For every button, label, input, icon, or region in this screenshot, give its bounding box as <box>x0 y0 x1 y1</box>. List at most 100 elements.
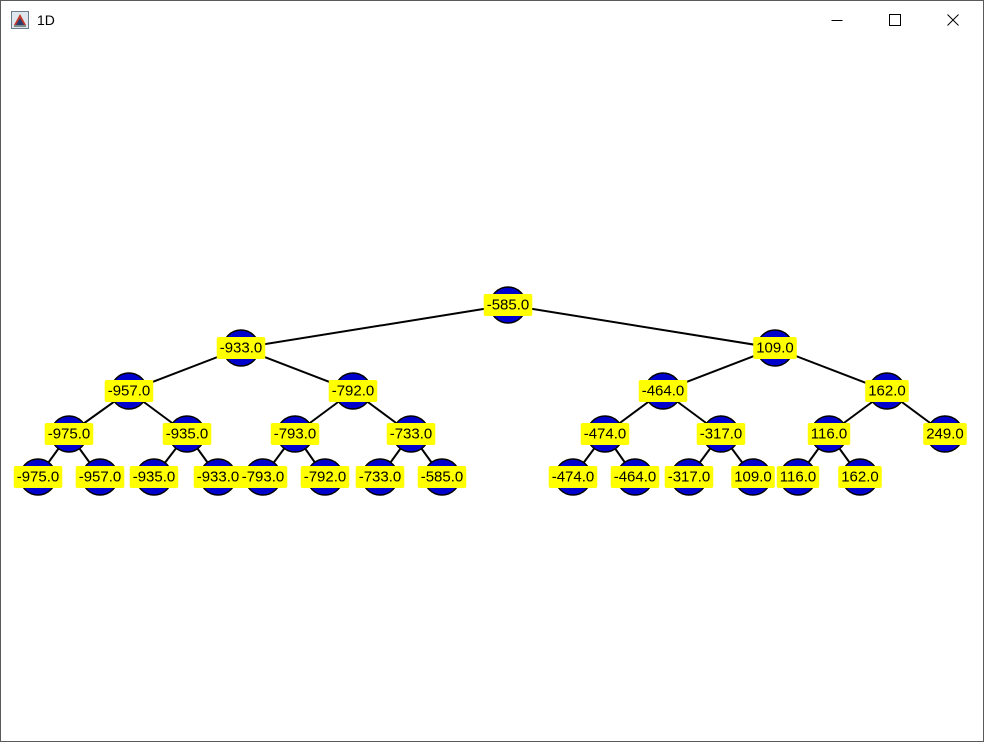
tree-node-label-bg <box>238 466 288 488</box>
tree-node-label: 162.0 <box>868 383 906 400</box>
tree-node-label: -474.0 <box>584 426 627 443</box>
title-bar[interactable]: 1D <box>1 1 983 39</box>
window-title: 1D <box>37 12 55 28</box>
tree-node-label: -317.0 <box>668 469 711 486</box>
tree-node-label-bg <box>865 380 909 402</box>
tree-node-label: -935.0 <box>133 469 176 486</box>
tree-node-label: 109.0 <box>734 469 772 486</box>
tree-node: -933.0 <box>216 329 266 367</box>
tree-node: 162.0 <box>865 372 909 410</box>
tree-node: 116.0 <box>807 415 851 453</box>
tree-node-label: -793.0 <box>274 426 317 443</box>
tree-node-label-bg <box>328 380 378 402</box>
tree-node-label: -317.0 <box>700 426 743 443</box>
tree-node-label: 249.0 <box>926 426 964 443</box>
tree-node: -474.0 <box>580 415 630 453</box>
maximize-button[interactable] <box>866 1 924 39</box>
tree-node-label: -474.0 <box>552 469 595 486</box>
tree-node: 116.0 <box>776 458 820 496</box>
tree-node-label: -585.0 <box>421 469 464 486</box>
tree-node: 109.0 <box>731 458 775 496</box>
close-icon <box>947 14 959 26</box>
tree-node-label-bg <box>731 466 775 488</box>
tree-node-label-bg <box>696 423 746 445</box>
tree-node-label: -957.0 <box>79 469 122 486</box>
tree-node-label-bg <box>104 380 154 402</box>
tree-node-label-bg <box>753 337 797 359</box>
tree-node-label: 162.0 <box>841 469 879 486</box>
tree-node-label: -585.0 <box>487 297 530 314</box>
tree-node-label-bg <box>417 466 467 488</box>
java-app-icon <box>11 11 29 29</box>
tree-node: 249.0 <box>923 415 967 453</box>
tree-node-label: -975.0 <box>17 469 60 486</box>
tree-node: -975.0 <box>44 415 94 453</box>
tree-node-label-bg <box>355 466 405 488</box>
tree-node-label: -793.0 <box>242 469 285 486</box>
tree-node-label: -733.0 <box>390 426 433 443</box>
tree-node-label-bg <box>580 423 630 445</box>
tree-node-label: 109.0 <box>756 340 794 357</box>
tree-node: -464.0 <box>610 458 660 496</box>
tree-node: 162.0 <box>838 458 882 496</box>
tree-node-label: -464.0 <box>614 469 657 486</box>
tree-node: -935.0 <box>129 458 179 496</box>
tree-node-label: -935.0 <box>166 426 209 443</box>
tree-node: -585.0 <box>417 458 467 496</box>
tree-node-label: -733.0 <box>359 469 402 486</box>
tree-node-label-bg <box>483 294 533 316</box>
tree-edge <box>240 304 509 349</box>
tree-node-label-bg <box>75 466 125 488</box>
tree-node-label-bg <box>548 466 598 488</box>
tree-node-label-bg <box>44 423 94 445</box>
tree-node-label: -957.0 <box>108 383 151 400</box>
tree-node: -733.0 <box>386 415 436 453</box>
tree-node-label-bg <box>270 423 320 445</box>
tree-node: -317.0 <box>664 458 714 496</box>
tree-node-label-bg <box>386 423 436 445</box>
tree-node-label-bg <box>638 380 688 402</box>
tree-node: -792.0 <box>300 458 350 496</box>
tree-node-label-bg <box>610 466 660 488</box>
tree-node-label-bg <box>13 466 63 488</box>
tree-node: -464.0 <box>638 372 688 410</box>
tree-node: -793.0 <box>270 415 320 453</box>
tree-node-label: -933.0 <box>197 469 240 486</box>
minimize-icon <box>831 20 843 21</box>
tree-node-label: -792.0 <box>332 383 375 400</box>
tree-node: -793.0 <box>238 458 288 496</box>
tree-node-label: 116.0 <box>811 426 847 443</box>
tree-node-label: -464.0 <box>642 383 685 400</box>
tree-node-label-bg <box>129 466 179 488</box>
tree-node: -792.0 <box>328 372 378 410</box>
tree-diagram: -585.0 -933.0 109.0 -957.0 -792.0 -464.0 162.0… <box>13 286 967 496</box>
tree-node: -317.0 <box>696 415 746 453</box>
tree-node-label-bg <box>216 337 266 359</box>
tree-node-label-bg <box>807 423 851 445</box>
tree-edges <box>37 304 946 478</box>
tree-node: -933.0 <box>193 458 243 496</box>
tree-node-label-bg <box>193 466 243 488</box>
close-button[interactable] <box>924 1 982 39</box>
tree-node-label: 116.0 <box>780 469 816 486</box>
tree-node: 109.0 <box>753 329 797 367</box>
tree-node-label: -975.0 <box>48 426 91 443</box>
tree-node: -585.0 <box>483 286 533 324</box>
tree-node-label-bg <box>664 466 714 488</box>
tree-node-label: -792.0 <box>304 469 347 486</box>
tree-node-label-bg <box>923 423 967 445</box>
tree-node: -957.0 <box>75 458 125 496</box>
minimize-button[interactable] <box>808 1 866 39</box>
tree-node: -474.0 <box>548 458 598 496</box>
tree-node-label-bg <box>162 423 212 445</box>
tree-node-label: -933.0 <box>220 340 263 357</box>
tree-node: -975.0 <box>13 458 63 496</box>
tree-node: -935.0 <box>162 415 212 453</box>
tree-node-label-bg <box>838 466 882 488</box>
tree-canvas: -585.0 -933.0 109.0 -957.0 -792.0 -464.0 162.0… <box>1 39 983 741</box>
tree-node: -957.0 <box>104 372 154 410</box>
tree-node-label-bg <box>776 466 820 488</box>
tree-node-label-bg <box>300 466 350 488</box>
tree-node: -733.0 <box>355 458 405 496</box>
